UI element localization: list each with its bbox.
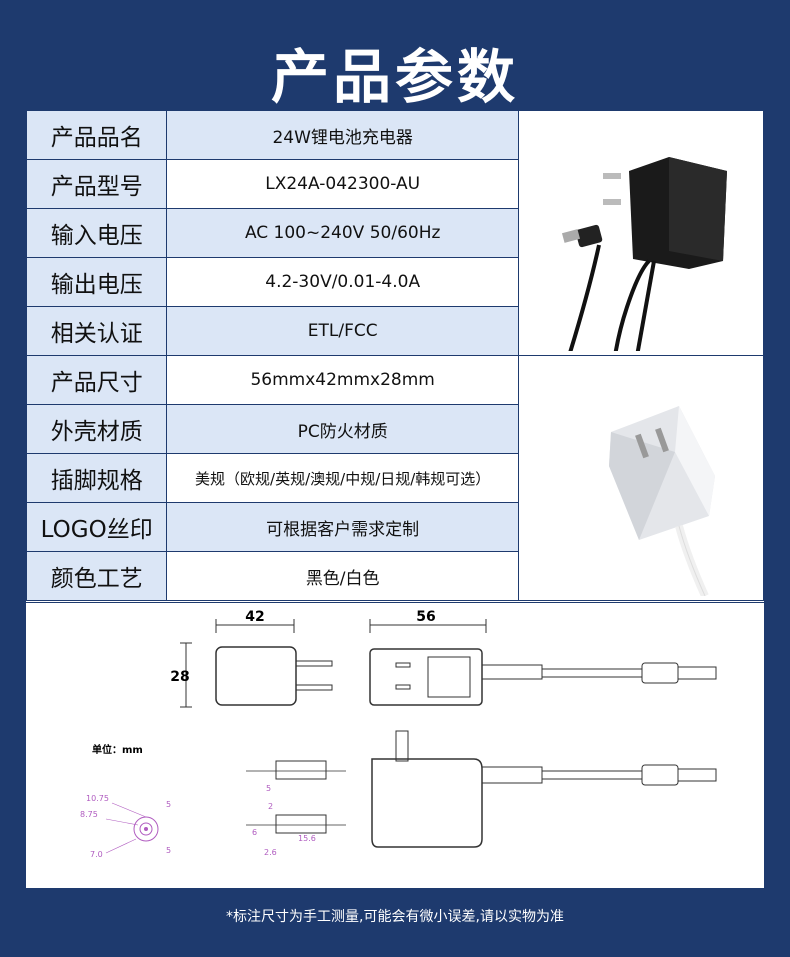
spec-value: 4.2-30V/0.01-4.0A [166,257,519,307]
spec-value: AC 100~240V 50/60Hz [166,208,519,258]
dim-width-label: 42 [245,609,264,625]
spec-label: 颜色工艺 [25,551,168,601]
table-row: 相关认证 ETL/FCC [25,306,764,356]
spec-value: LX24A-042300-AU [166,159,519,209]
table-row: 产品品名 24W锂电池充电器 [25,110,765,357]
spec-panel: 产品品名 24W锂电池充电器 产品型号 LX24A-042300-AU [25,110,765,889]
table-row: 颜色工艺 黑色/白色 [25,551,764,601]
dim-height-label: 28 [170,669,189,685]
spec-table: 产品品名 24W锂电池充电器 产品型号 LX24A-042300-AU [25,110,765,601]
table-row: 产品尺寸 56mmx42mmx28mm [25,355,765,601]
white-adapter-icon [608,406,715,598]
spec-label: LOGO丝印 [25,502,168,552]
white-adapter-image [517,355,765,601]
table-row: 外壳材质 PC防火材质 [25,404,764,454]
black-adapter-image [517,110,765,357]
table-row: 输出电压 4.2-30V/0.01-4.0A [25,257,764,307]
dimension-drawing: 42 28 56 单位：mm [26,602,764,889]
spec-label: 产品品名 [25,110,168,160]
spec-label: 产品尺寸 [25,355,168,405]
spec-label: 输入电压 [25,208,168,258]
spec-value: 56mmx42mmx28mm [166,355,519,405]
pin-dim-label: 6 [252,828,257,837]
dc-dim-label: 5 [166,846,171,855]
spec-label: 插脚规格 [25,453,168,503]
spec-value: ETL/FCC [166,306,519,356]
page-title: 产品参数 [270,43,519,111]
table-row: 产品型号 LX24A-042300-AU [25,159,764,209]
dc-dim-label: 8.75 [80,810,98,819]
dim-length-label: 56 [416,609,435,625]
dc-dim-label: 5 [166,800,171,809]
unit-label: 单位：mm [92,743,143,756]
spec-value: 黑色/白色 [166,551,519,601]
spec-value: 可根据客户需求定制 [166,502,519,552]
pin-dim-label: 2.6 [264,848,277,857]
spec-label: 输出电压 [25,257,168,307]
dc-dim-label: 10.75 [86,794,109,803]
pin-dim-label: 15.6 [298,834,316,843]
table-row: 输入电压 AC 100~240V 50/60Hz [25,208,764,258]
spec-value: 24W锂电池充电器 [166,110,519,160]
spec-label: 外壳材质 [25,404,168,454]
spec-label: 相关认证 [25,306,168,356]
table-row: 插脚规格 美规（欧规/英规/澳规/中规/日规/韩规可选） [25,453,764,503]
pin-dim-label: 5 [266,784,271,793]
footnote: *标注尺寸为手工测量,可能会有微小误差,请以实物为准 [226,909,564,925]
pin-dim-label: 2 [268,802,273,811]
dimension-diagram: 42 28 56 单位：mm [80,609,717,859]
dc-dim-label: 7.0 [90,850,103,859]
spec-label: 产品型号 [25,159,168,209]
black-adapter-icon [561,157,727,357]
spec-value: 美规（欧规/英规/澳规/中规/日规/韩规可选） [166,453,519,503]
spec-value: PC防火材质 [166,404,519,454]
